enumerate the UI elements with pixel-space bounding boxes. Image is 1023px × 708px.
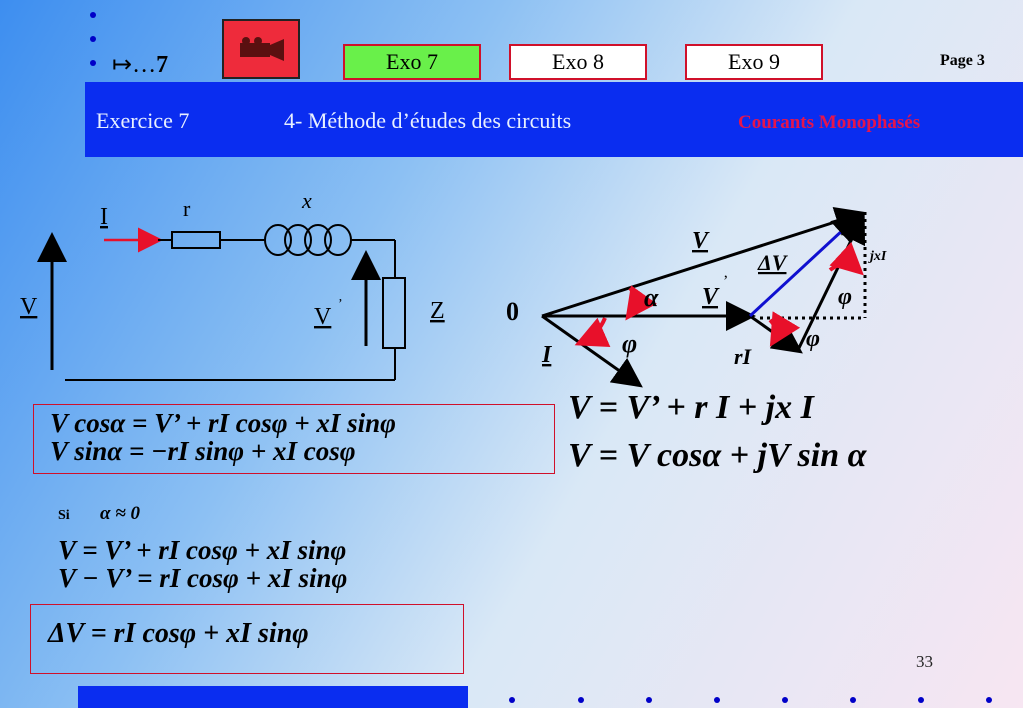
delta-v-label: ΔV: [757, 250, 789, 275]
phi-label-ri: φ: [806, 326, 820, 352]
phi-label-jxi: φ: [838, 284, 852, 310]
load-voltage-prime: ’: [338, 297, 343, 312]
phasor-ri-label: rI: [734, 344, 753, 369]
impedance-box: [382, 277, 406, 349]
footer-dot: [509, 697, 515, 703]
equation-box-1: [33, 404, 555, 474]
complex-equation-1: V = V’ + r I + jx I: [568, 389, 814, 426]
tab-exo7[interactable]: Exo 7: [343, 44, 481, 80]
approx-condition: α ≈ 0: [100, 503, 140, 524]
complex-equation-2: V = V cosα + jV sin α: [568, 437, 867, 474]
phasor-v-label: V: [692, 228, 710, 254]
video-button[interactable]: [222, 19, 300, 79]
origin-label: 0: [506, 297, 519, 326]
equation-2: V sinα = −rI sinφ + xI cosφ: [50, 436, 356, 466]
resistor: [171, 231, 221, 249]
equation-3: V = V’ + rI cosφ + xI sinφ: [58, 535, 347, 565]
circuit-diagram: I r x V V ’ Z: [20, 188, 445, 381]
exercise-title: Exercice 7: [96, 108, 190, 133]
phasor-diagram: 0 V V ’ ΔV jxI α φ φ φ I rI: [506, 207, 887, 388]
tab-exo9[interactable]: Exo 9: [685, 44, 823, 80]
jxi-label: jxI: [868, 249, 887, 264]
slide-number: 33: [916, 652, 933, 671]
footer-dot: [578, 697, 584, 703]
load-voltage-label: V: [314, 304, 332, 330]
phasor-v-prime-mark: ’: [723, 273, 728, 290]
footer-band: [78, 686, 468, 708]
bullet: [90, 36, 96, 42]
header-band: [85, 82, 1023, 157]
inductor: [264, 224, 352, 256]
subject-title: Courants Monophasés: [738, 112, 921, 133]
phasor-i-label: I: [541, 342, 553, 368]
alpha-arc: [625, 285, 657, 321]
phasor-v: [541, 207, 866, 318]
footer-dot: [850, 697, 856, 703]
equation-4: V − V’ = rI cosφ + xI sinφ: [58, 563, 348, 593]
footer-dot: [986, 697, 992, 703]
video-camera-icon: [240, 37, 284, 61]
result-box: [30, 604, 464, 674]
current-label: I: [100, 204, 108, 230]
footer-dot: [714, 697, 720, 703]
bullet: [90, 12, 96, 18]
alpha-label: α: [644, 283, 659, 312]
phi-arc-ri: [768, 311, 801, 347]
resistance-label: r: [183, 196, 191, 221]
result-equation: ΔV = rI cosφ + xI sinφ: [48, 618, 309, 649]
footer-dot: [782, 697, 788, 703]
page-label: Page 3: [940, 52, 985, 69]
phasor-v-prime-label: V: [702, 284, 720, 310]
nav-number: 7: [156, 52, 169, 78]
phi-arc-jxi: [828, 241, 864, 276]
nav-link-exo7[interactable]: ↦…7: [112, 50, 168, 79]
phasor-ri: [749, 314, 803, 354]
phasor-delta-v: [748, 211, 863, 318]
footer-dot: [646, 697, 652, 703]
nav-arrow-text: ↦…: [112, 52, 157, 78]
tab-exo8[interactable]: Exo 8: [509, 44, 647, 80]
phasor-i: [541, 314, 643, 388]
method-title: 4- Méthode d’études des circuits: [284, 108, 572, 133]
phi-arc: [574, 317, 611, 348]
si-label: Si: [58, 508, 70, 523]
source-voltage-label: V: [20, 294, 38, 320]
phi-label: φ: [622, 329, 637, 358]
bullet: [90, 60, 96, 66]
reactance-label: x: [301, 188, 312, 213]
footer-dot: [918, 697, 924, 703]
impedance-label: Z: [430, 298, 445, 324]
equation-1: V cosα = V’ + rI cosφ + xI sinφ: [50, 408, 396, 438]
